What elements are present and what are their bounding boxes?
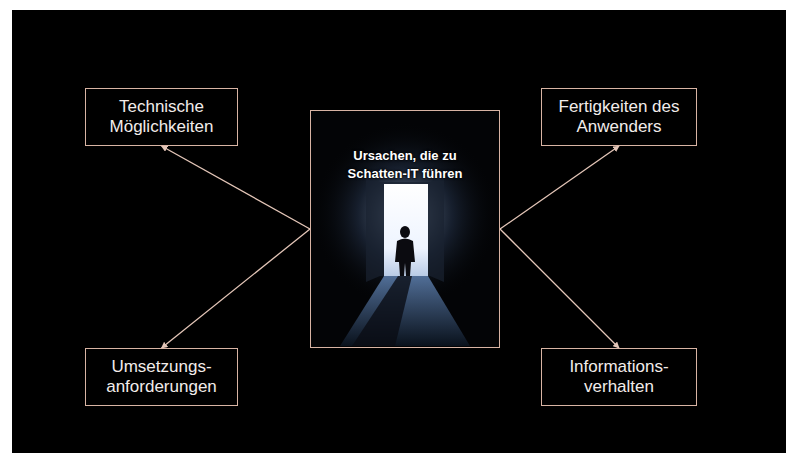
cause-label: Technische Möglichkeiten xyxy=(92,97,231,138)
cause-box: Technische Möglichkeiten xyxy=(85,88,238,146)
central-topic-box: Ursachen, die zu Schatten-IT führen xyxy=(310,110,500,348)
connector-line xyxy=(500,146,619,229)
cause-label: Informations- verhalten xyxy=(548,357,690,398)
cause-label: Fertigkeiten des Anwenders xyxy=(548,97,690,138)
cause-box: Umsetzungs- anforderungen xyxy=(85,348,238,406)
cause-box: Fertigkeiten des Anwenders xyxy=(541,88,697,146)
topic-title: Ursachen, die zu Schatten-IT führen xyxy=(335,147,475,182)
cause-label: Umsetzungs- anforderungen xyxy=(92,357,231,398)
cause-box: Informations- verhalten xyxy=(541,348,697,406)
connector-line xyxy=(500,229,619,348)
connector-line xyxy=(162,146,311,229)
connector-line xyxy=(162,229,311,348)
